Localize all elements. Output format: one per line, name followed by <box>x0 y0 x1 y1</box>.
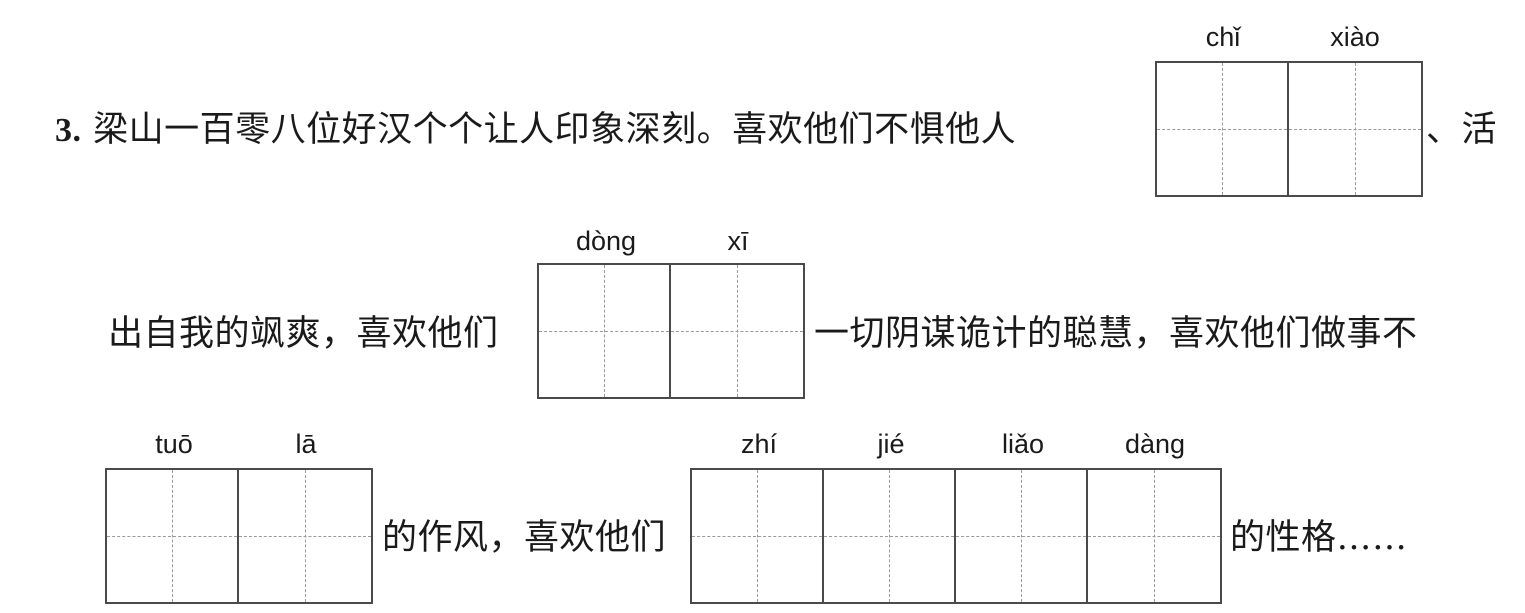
tianzige-cell[interactable] <box>107 470 239 602</box>
tianzige-cell[interactable] <box>1088 470 1220 602</box>
question-text-1-end: 、活 <box>1426 110 1498 150</box>
pinyin-chi: chǐ <box>1205 22 1241 52</box>
tianzige-cell[interactable] <box>671 265 803 397</box>
pinyin-zhi: zhí <box>740 429 778 459</box>
question-text-2-start: 出自我的飒爽，喜欢他们 <box>108 314 499 354</box>
answer-box-dongxi[interactable] <box>537 263 805 399</box>
pinyin-dong: dòng <box>575 226 637 256</box>
tianzige-cell[interactable] <box>239 470 371 602</box>
pinyin-jie: jié <box>877 429 905 459</box>
tianzige-cell[interactable] <box>539 265 671 397</box>
question-text-2-end: 一切阴谋诡计的聪慧，喜欢他们做事不 <box>814 314 1418 354</box>
question-text-3-end: 的性格…… <box>1230 518 1408 558</box>
question-line-1: 3. 梁山一百零八位好汉个个让人印象深刻。喜欢他们不惧他人 <box>55 110 1016 151</box>
tianzige-cell[interactable] <box>692 470 824 602</box>
question-text-3-mid: 的作风，喜欢他们 <box>382 518 667 558</box>
pinyin-tuo: tuō <box>155 429 193 459</box>
tianzige-cell[interactable] <box>956 470 1088 602</box>
answer-box-chixiao[interactable] <box>1155 61 1423 197</box>
answer-box-zhijieliaodang[interactable] <box>690 468 1222 604</box>
answer-box-tuola[interactable] <box>105 468 373 604</box>
tianzige-cell[interactable] <box>1289 63 1421 195</box>
pinyin-dang: dàng <box>1124 429 1186 459</box>
tianzige-cell[interactable] <box>824 470 956 602</box>
tianzige-cell[interactable] <box>1157 63 1289 195</box>
question-number: 3. <box>55 112 82 149</box>
pinyin-xi: xī <box>727 226 749 256</box>
pinyin-la: lā <box>295 429 317 459</box>
pinyin-xiao: xiào <box>1330 22 1380 52</box>
question-text-1: 梁山一百零八位好汉个个让人印象深刻。喜欢他们不惧他人 <box>93 110 1017 150</box>
pinyin-liao: liǎo <box>1001 429 1045 459</box>
